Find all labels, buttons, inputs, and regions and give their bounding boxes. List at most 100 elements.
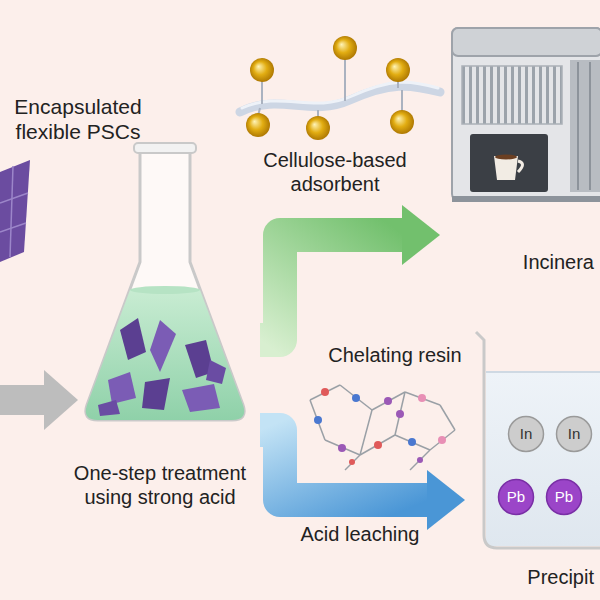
green-process-arrow — [260, 205, 440, 340]
indium-circle: In — [507, 415, 545, 453]
beaker-illustration — [476, 332, 600, 548]
flask-illustration-part — [150, 320, 176, 372]
cellulose-adsorbent-illustration-part — [250, 58, 274, 82]
node-label: Pb — [555, 488, 573, 506]
node-label: Precipit — [527, 565, 594, 589]
cellulose-adsorbent-illustration-part — [390, 110, 414, 134]
node-label: Pb — [507, 488, 525, 506]
chelating-resin-illustration-part — [374, 441, 382, 449]
psc-panel-icon — [0, 160, 30, 262]
beaker-illustration-part — [486, 372, 600, 546]
incinerator-illustration-part — [462, 66, 562, 124]
node-label: Encapsulated flexible PSCs — [8, 94, 148, 144]
incinerator-illustration-part — [494, 156, 518, 180]
incinerator-illustration-part — [577, 62, 579, 190]
incinerator-illustration-part — [518, 161, 523, 172]
psc-panel-icon-part — [10, 166, 13, 257]
cellulose-adsorbent-illustration-part — [344, 58, 346, 101]
flask-illustration — [86, 143, 244, 420]
chelating-resin-illustration-part — [438, 436, 446, 444]
lead-circle: Pb — [545, 478, 583, 516]
incinerator-illustration-part — [570, 60, 600, 192]
incinerator-illustration-part — [589, 62, 591, 190]
arrow-band — [260, 430, 429, 500]
chelating-resin-illustration-part — [418, 394, 426, 402]
input-label-node: Encapsulated flexible PSCs — [4, 92, 152, 152]
chelating-resin-illustration-part — [310, 385, 340, 400]
node-label: Incinera — [523, 250, 594, 274]
arrow-head — [402, 205, 440, 265]
chelating-resin-illustration-part — [345, 455, 360, 470]
chelating-resin-illustration-part — [360, 435, 395, 455]
chelating-resin-illustration-part — [338, 444, 346, 452]
chelating-resin-illustration-part — [417, 457, 423, 463]
circle-shape — [547, 480, 582, 515]
cellulose-adsorbent-illustration-part — [306, 116, 330, 140]
chelating-resin-illustration-part — [349, 459, 355, 465]
chelating-resin-illustration-part — [384, 397, 392, 405]
input-arrow-part — [44, 370, 78, 430]
cellulose-adsorbent-illustration-part — [333, 36, 357, 60]
incinerator-illustration-part — [452, 28, 600, 56]
flask-illustration-part — [120, 318, 146, 360]
input-arrow-part — [0, 385, 46, 415]
chelating-resin-illustration-part — [352, 394, 360, 402]
psc-panel-icon-part — [0, 160, 30, 262]
flask-illustration-part — [98, 400, 120, 416]
node-label: In — [520, 425, 533, 443]
chelating-resin-illustration-part — [440, 405, 455, 430]
chelating-resin-illustration-part — [405, 392, 440, 405]
arrow-head — [427, 470, 465, 530]
cellulose-adsorbent-illustration-part — [386, 58, 410, 82]
incinerator-illustration — [452, 28, 600, 202]
incinerator-illustration-part — [495, 155, 517, 160]
lead-circle: Pb — [497, 478, 535, 516]
beaker-illustration-part — [486, 371, 600, 373]
flask-illustration-part — [108, 372, 136, 404]
beaker-illustration-part — [476, 332, 600, 548]
chelating-resin-illustration-part — [408, 438, 416, 446]
node-label: One-step treatment using strong acid — [60, 461, 260, 509]
chelating-resin-illustration-part — [395, 392, 405, 435]
cellulose-adsorbent-illustration-part — [242, 82, 438, 108]
chelating-resin-illustration-part — [321, 388, 329, 396]
flask-illustration-part — [134, 143, 196, 153]
chelating-resin-illustration-part — [310, 400, 325, 440]
cellulose-adsorbent-illustration-part — [261, 80, 263, 104]
chelating-resin-illustration-part — [396, 410, 404, 418]
incinerator-node: Incinera — [440, 20, 600, 278]
flask-illustration-part — [86, 150, 244, 420]
circle-shape — [509, 417, 544, 452]
cellulose-adsorbent-illustration — [240, 36, 440, 140]
chelating-resin-illustration-part — [325, 440, 360, 455]
chelating-resin-illustration-part — [314, 416, 322, 424]
chelating-resin-illustration — [310, 385, 455, 470]
circle-shape — [499, 480, 534, 515]
flask-illustration-part — [142, 378, 170, 410]
chelating-resin-illustration-part — [430, 430, 455, 450]
chelating-resin-illustration-part — [395, 435, 430, 450]
process-label: Acid leaching — [285, 522, 435, 546]
flask-illustration-part — [86, 290, 244, 420]
node-label: In — [568, 425, 581, 443]
incinerator-illustration-part — [470, 134, 548, 192]
flask-node: One-step treatment using strong acid — [60, 148, 260, 515]
circle-shape — [557, 417, 592, 452]
incinerator-illustration-part — [452, 28, 600, 200]
flask-illustration-part — [182, 384, 220, 412]
chelating-resin-illustration-part — [340, 385, 372, 410]
psc-panel-icon-part — [0, 223, 26, 232]
arrow-band — [260, 235, 404, 340]
incinerator-illustration-part — [452, 196, 600, 202]
chelating-resin-illustration-part — [360, 410, 372, 455]
chelating-resin-illustration-part — [372, 392, 405, 410]
material-label: Cellulose-based adsorbent — [240, 148, 430, 196]
material-label: Chelating resin — [310, 343, 480, 367]
input-arrow — [0, 370, 78, 430]
psc-panel-icon-part — [0, 193, 28, 203]
flask-illustration-part — [130, 286, 200, 294]
cellulose-adsorbent-illustration-part — [401, 90, 403, 112]
beaker-node: Precipit In InPb Pb — [465, 320, 600, 595]
cellulose-adsorbent-illustration-part — [246, 113, 270, 137]
